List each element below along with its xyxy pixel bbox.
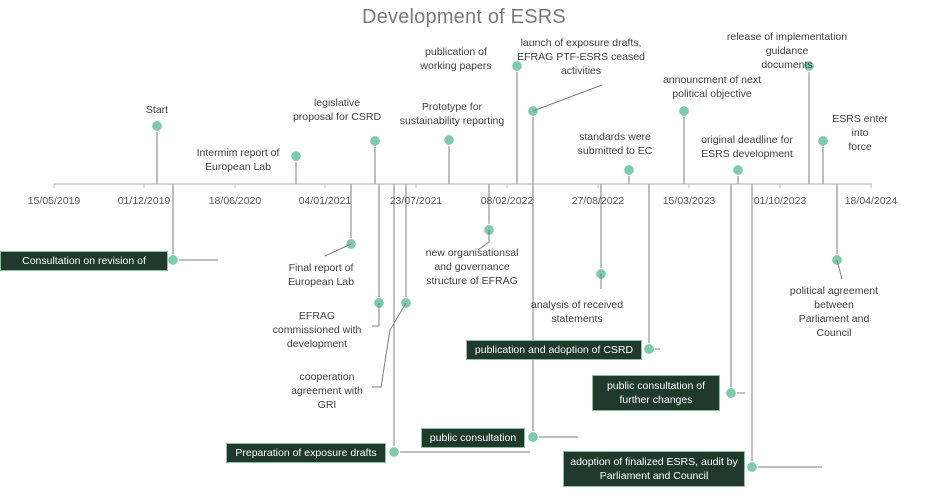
event-label-release-guidance: release of implementation guidance docum… bbox=[726, 31, 848, 71]
marker-public-consultation bbox=[526, 430, 540, 444]
event-label-prototype: Prototype for sustainability reporting bbox=[399, 101, 505, 127]
event-label-cooperation-gri: cooperation agreement with GRI bbox=[291, 371, 363, 411]
axis-tick-label: 15/05/2019 bbox=[27, 195, 81, 207]
event-label-announcment: announcment of next political objective bbox=[662, 74, 762, 100]
axis-tick-label: 01/12/2019 bbox=[117, 195, 171, 207]
marker-start bbox=[150, 119, 164, 133]
marker-release-guidance bbox=[802, 59, 816, 73]
event-label-start: Start bbox=[145, 104, 169, 116]
axis-tick-label: 15/03/2023 bbox=[662, 195, 716, 207]
marker-original-deadline bbox=[731, 163, 745, 177]
connector-new-structure bbox=[477, 230, 490, 251]
axis-tick-label: 23/07/2021 bbox=[389, 195, 443, 207]
connector-efrag-commissioned bbox=[372, 303, 380, 327]
marker-preparation-exposure bbox=[387, 445, 401, 459]
marker-public-consultation-changes bbox=[724, 386, 738, 400]
axis-tick-label: 08/02/2022 bbox=[480, 195, 534, 207]
marker-intermim-report bbox=[289, 149, 303, 163]
event-box-consultation-nfrd: Consultation on revision of NFRD bbox=[0, 251, 168, 281]
event-box-adoption-csrd: publication and adoption of CSRD bbox=[466, 340, 642, 360]
event-label-launch-exposure: launch of exposure drafts, EFRAG PTF-ESR… bbox=[517, 37, 645, 77]
event-label-final-report: Final report of European Lab bbox=[288, 262, 354, 288]
marker-esrs-force bbox=[816, 134, 830, 148]
axis-tick-label: 18/04/2024 bbox=[844, 195, 898, 207]
axis-tick-label: 18/06/2020 bbox=[208, 195, 262, 207]
marker-legislative-proposal bbox=[368, 134, 382, 148]
event-label-analysis-statements: analysis of received statements bbox=[530, 299, 624, 325]
event-label-new-structure: new organisationsal and governance struc… bbox=[425, 247, 519, 287]
connector-final-report bbox=[324, 243, 352, 257]
diagram-title: Development of ESRS bbox=[362, 6, 566, 28]
connector-launch-exposure bbox=[532, 84, 603, 112]
event-label-esrs-force: ESRS enter into force bbox=[832, 113, 888, 153]
event-label-political-agreement: political agreement between Parliament a… bbox=[789, 285, 879, 339]
event-box-adoption-finalized: adoption of finalized ESRS, audit by Par… bbox=[563, 451, 745, 487]
event-box-public-consultation: public consultation bbox=[421, 428, 525, 448]
marker-announcment bbox=[677, 104, 691, 118]
axis-tick-label: 04/01/2021 bbox=[298, 195, 352, 207]
axis-tick-label: 27/08/2022 bbox=[571, 195, 625, 207]
marker-adoption-csrd bbox=[642, 342, 656, 356]
event-box-public-consultation-changes: public consultation of further changes bbox=[592, 375, 720, 411]
event-label-efrag-commissioned: EFRAG commissioned with development bbox=[272, 310, 362, 350]
marker-adoption-finalized bbox=[745, 460, 759, 474]
event-box-preparation-exposure: Preparation of exposure drafts bbox=[226, 443, 386, 463]
event-label-intermim-report: Intermim report of European Lab bbox=[196, 147, 280, 173]
event-label-legislative-proposal: legislative proposal for CSRD bbox=[292, 97, 382, 123]
connector-political-agreement bbox=[836, 259, 843, 280]
connector-cooperation-gri bbox=[372, 302, 407, 388]
marker-standards-submitted bbox=[622, 163, 636, 177]
marker-prototype bbox=[442, 133, 456, 147]
axis-tick-label: 01/10/2023 bbox=[753, 195, 807, 207]
marker-working-papers bbox=[510, 59, 524, 73]
marker-consultation-nfrd bbox=[166, 253, 180, 267]
event-label-original-deadline: original deadline for ESRS development bbox=[701, 134, 793, 160]
event-label-standards-submitted: standards were submitted to EC bbox=[577, 131, 653, 157]
event-label-working-papers: publication of working papers bbox=[420, 46, 492, 72]
